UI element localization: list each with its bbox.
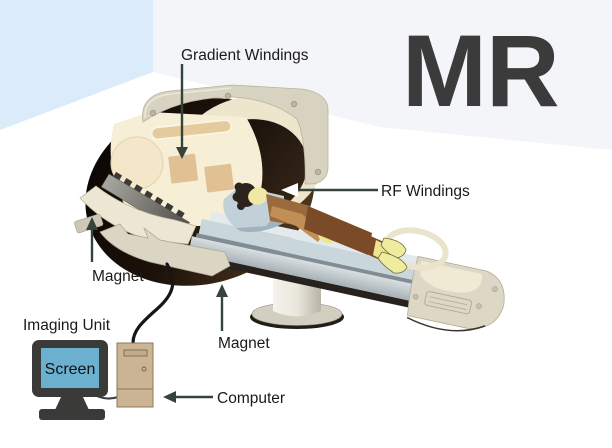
arrowhead-gradient-windings xyxy=(176,147,188,159)
winding-slot xyxy=(150,119,233,141)
scanner-cable xyxy=(131,262,175,345)
patient xyxy=(223,182,408,274)
label-gradient-windings: Gradient Windings xyxy=(181,47,309,64)
computer-tower xyxy=(116,342,154,408)
label-rf-windings: RF Windings xyxy=(381,183,470,200)
mr-logo: MR xyxy=(402,14,559,128)
monitor-base xyxy=(39,409,105,420)
label-computer: Computer xyxy=(217,390,285,407)
pillow-side xyxy=(236,208,286,232)
table-pedestal xyxy=(250,280,344,329)
patient-feet xyxy=(377,237,408,274)
label-magnet-upper: Magnet xyxy=(92,268,144,285)
gradient-winding-pad-2 xyxy=(202,161,236,195)
patient-arm xyxy=(270,206,324,242)
label-magnet-lower: Magnet xyxy=(218,335,270,352)
arrowhead-computer xyxy=(163,391,176,403)
housing-edge-highlight xyxy=(144,87,232,119)
arrowhead-magnet-upper xyxy=(86,217,98,230)
arrowhead-magnet-lower xyxy=(216,284,228,297)
wall-left-blue xyxy=(0,0,153,130)
support-bracket xyxy=(99,223,231,277)
tower-power-button xyxy=(141,366,147,372)
imaging-unit-monitor: Screen xyxy=(32,340,108,420)
wall-right-gray xyxy=(153,0,612,150)
screen-label: Screen xyxy=(45,361,96,378)
arrowhead-rf-windings xyxy=(281,183,298,197)
housing-screws xyxy=(149,92,322,176)
mri-scanner xyxy=(74,84,505,332)
label-imaging-unit: Imaging Unit xyxy=(23,317,111,334)
patient-face xyxy=(248,187,268,205)
monitor-screen xyxy=(41,348,99,388)
tower-drive-slot xyxy=(123,349,148,357)
patient-legs xyxy=(304,206,372,255)
table-end-cap xyxy=(406,255,505,332)
monitor-neck xyxy=(55,397,89,410)
gradient-winding-pad-1 xyxy=(166,151,201,186)
callouts: Gradient Windings RF Windings Magnet Mag… xyxy=(23,47,470,407)
bore-lower-rim xyxy=(79,185,197,245)
